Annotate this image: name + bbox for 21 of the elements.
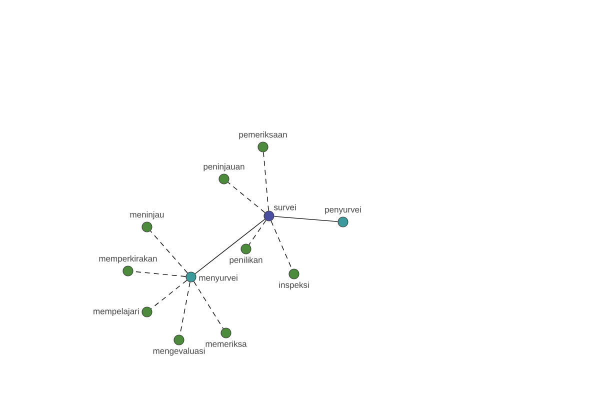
connector-line bbox=[193, 281, 224, 329]
connector-line bbox=[248, 220, 266, 245]
node-label: meninjau bbox=[130, 211, 164, 220]
node-label: mengevaluasi bbox=[153, 348, 205, 356]
connector-line bbox=[194, 218, 266, 274]
connector-line bbox=[150, 230, 188, 274]
connector-line bbox=[274, 216, 338, 222]
node-label: mempelajari bbox=[94, 308, 139, 316]
node-label: penyurvei bbox=[325, 206, 361, 214]
node-label: survei bbox=[274, 204, 296, 210]
node-label: memperkirakan bbox=[99, 255, 157, 264]
node-label: pemeriksaan bbox=[239, 131, 287, 140]
node-label: peninjauan bbox=[204, 163, 244, 172]
connector-line bbox=[270, 220, 292, 270]
connector-line bbox=[263, 152, 269, 212]
node-label: memeriksa bbox=[206, 340, 247, 347]
node-label: inspeksi bbox=[279, 282, 309, 290]
node-label: penilikan bbox=[230, 256, 262, 265]
connector-line bbox=[150, 280, 188, 310]
node-label: menyurvei bbox=[199, 274, 238, 282]
connector-line bbox=[228, 182, 266, 213]
